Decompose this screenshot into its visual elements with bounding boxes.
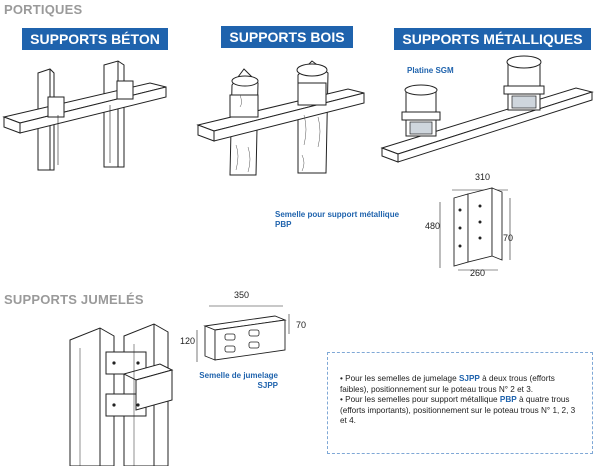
label-semelle-pbp: Semelle pour support métallique PBP (275, 210, 399, 230)
note-sjpp-post: à deux trous (efforts faibles), position… (340, 374, 555, 394)
drawing-supports-bois (196, 60, 365, 176)
drawing-semelle-sjpp (196, 305, 290, 362)
dim-sjpp-width: 350 (234, 290, 250, 300)
note-sjpp-code: SJPP (458, 374, 480, 383)
drawing-semelle-pbp (439, 187, 511, 271)
banner-supports-bois: SUPPORTS BOIS (221, 26, 353, 48)
banner-supports-beton: SUPPORTS BÉTON (22, 28, 168, 50)
note-pbp-code: PBP (499, 395, 517, 405)
dim-pbp-width-bottom: 260 (470, 268, 486, 278)
note-pbp-post: à quatre trous (efforts importants), pos… (340, 395, 576, 426)
label-semelle-sjpp-line2: SJPP (257, 381, 278, 390)
label-semelle-sjpp: Semelle de jumelage SJPP (198, 371, 278, 391)
label-semelle-pbp-line2: PBP (275, 220, 292, 229)
dim-sjpp-depth: 70 (296, 320, 307, 330)
note-sjpp-pre: Pour les semelles de jumelage (345, 374, 459, 383)
section-title-portiques: PORTIQUES (4, 2, 83, 17)
dim-pbp-width-top: 310 (475, 172, 491, 182)
note-box: • Pour les semelles de jumelage SJPP à d… (327, 352, 593, 454)
note-item-sjpp: • Pour les semelles de jumelage SJPP à d… (340, 374, 555, 394)
note-item-pbp: • Pour les semelles pour support métalli… (340, 395, 576, 426)
label-semelle-pbp-line1: Semelle pour support métallique (275, 210, 400, 219)
label-semelle-sjpp-line1: Semelle de jumelage (199, 371, 278, 380)
drawing-supports-metalliques (380, 55, 594, 163)
dim-sjpp-height: 120 (180, 336, 196, 346)
drawing-supports-beton (2, 60, 167, 171)
banner-supports-metalliques: SUPPORTS MÉTALLIQUES (394, 28, 591, 50)
note-pbp-pre: Pour les semelles pour support métalliqu… (345, 395, 500, 405)
label-platine-sgm: Platine SGM (407, 66, 454, 75)
section-title-supports-jumeles: SUPPORTS JUMELÉS (4, 292, 144, 307)
drawing-supports-jumeles (69, 323, 174, 466)
dim-pbp-height: 480 (425, 221, 441, 231)
dim-pbp-depth: 70 (503, 233, 514, 243)
